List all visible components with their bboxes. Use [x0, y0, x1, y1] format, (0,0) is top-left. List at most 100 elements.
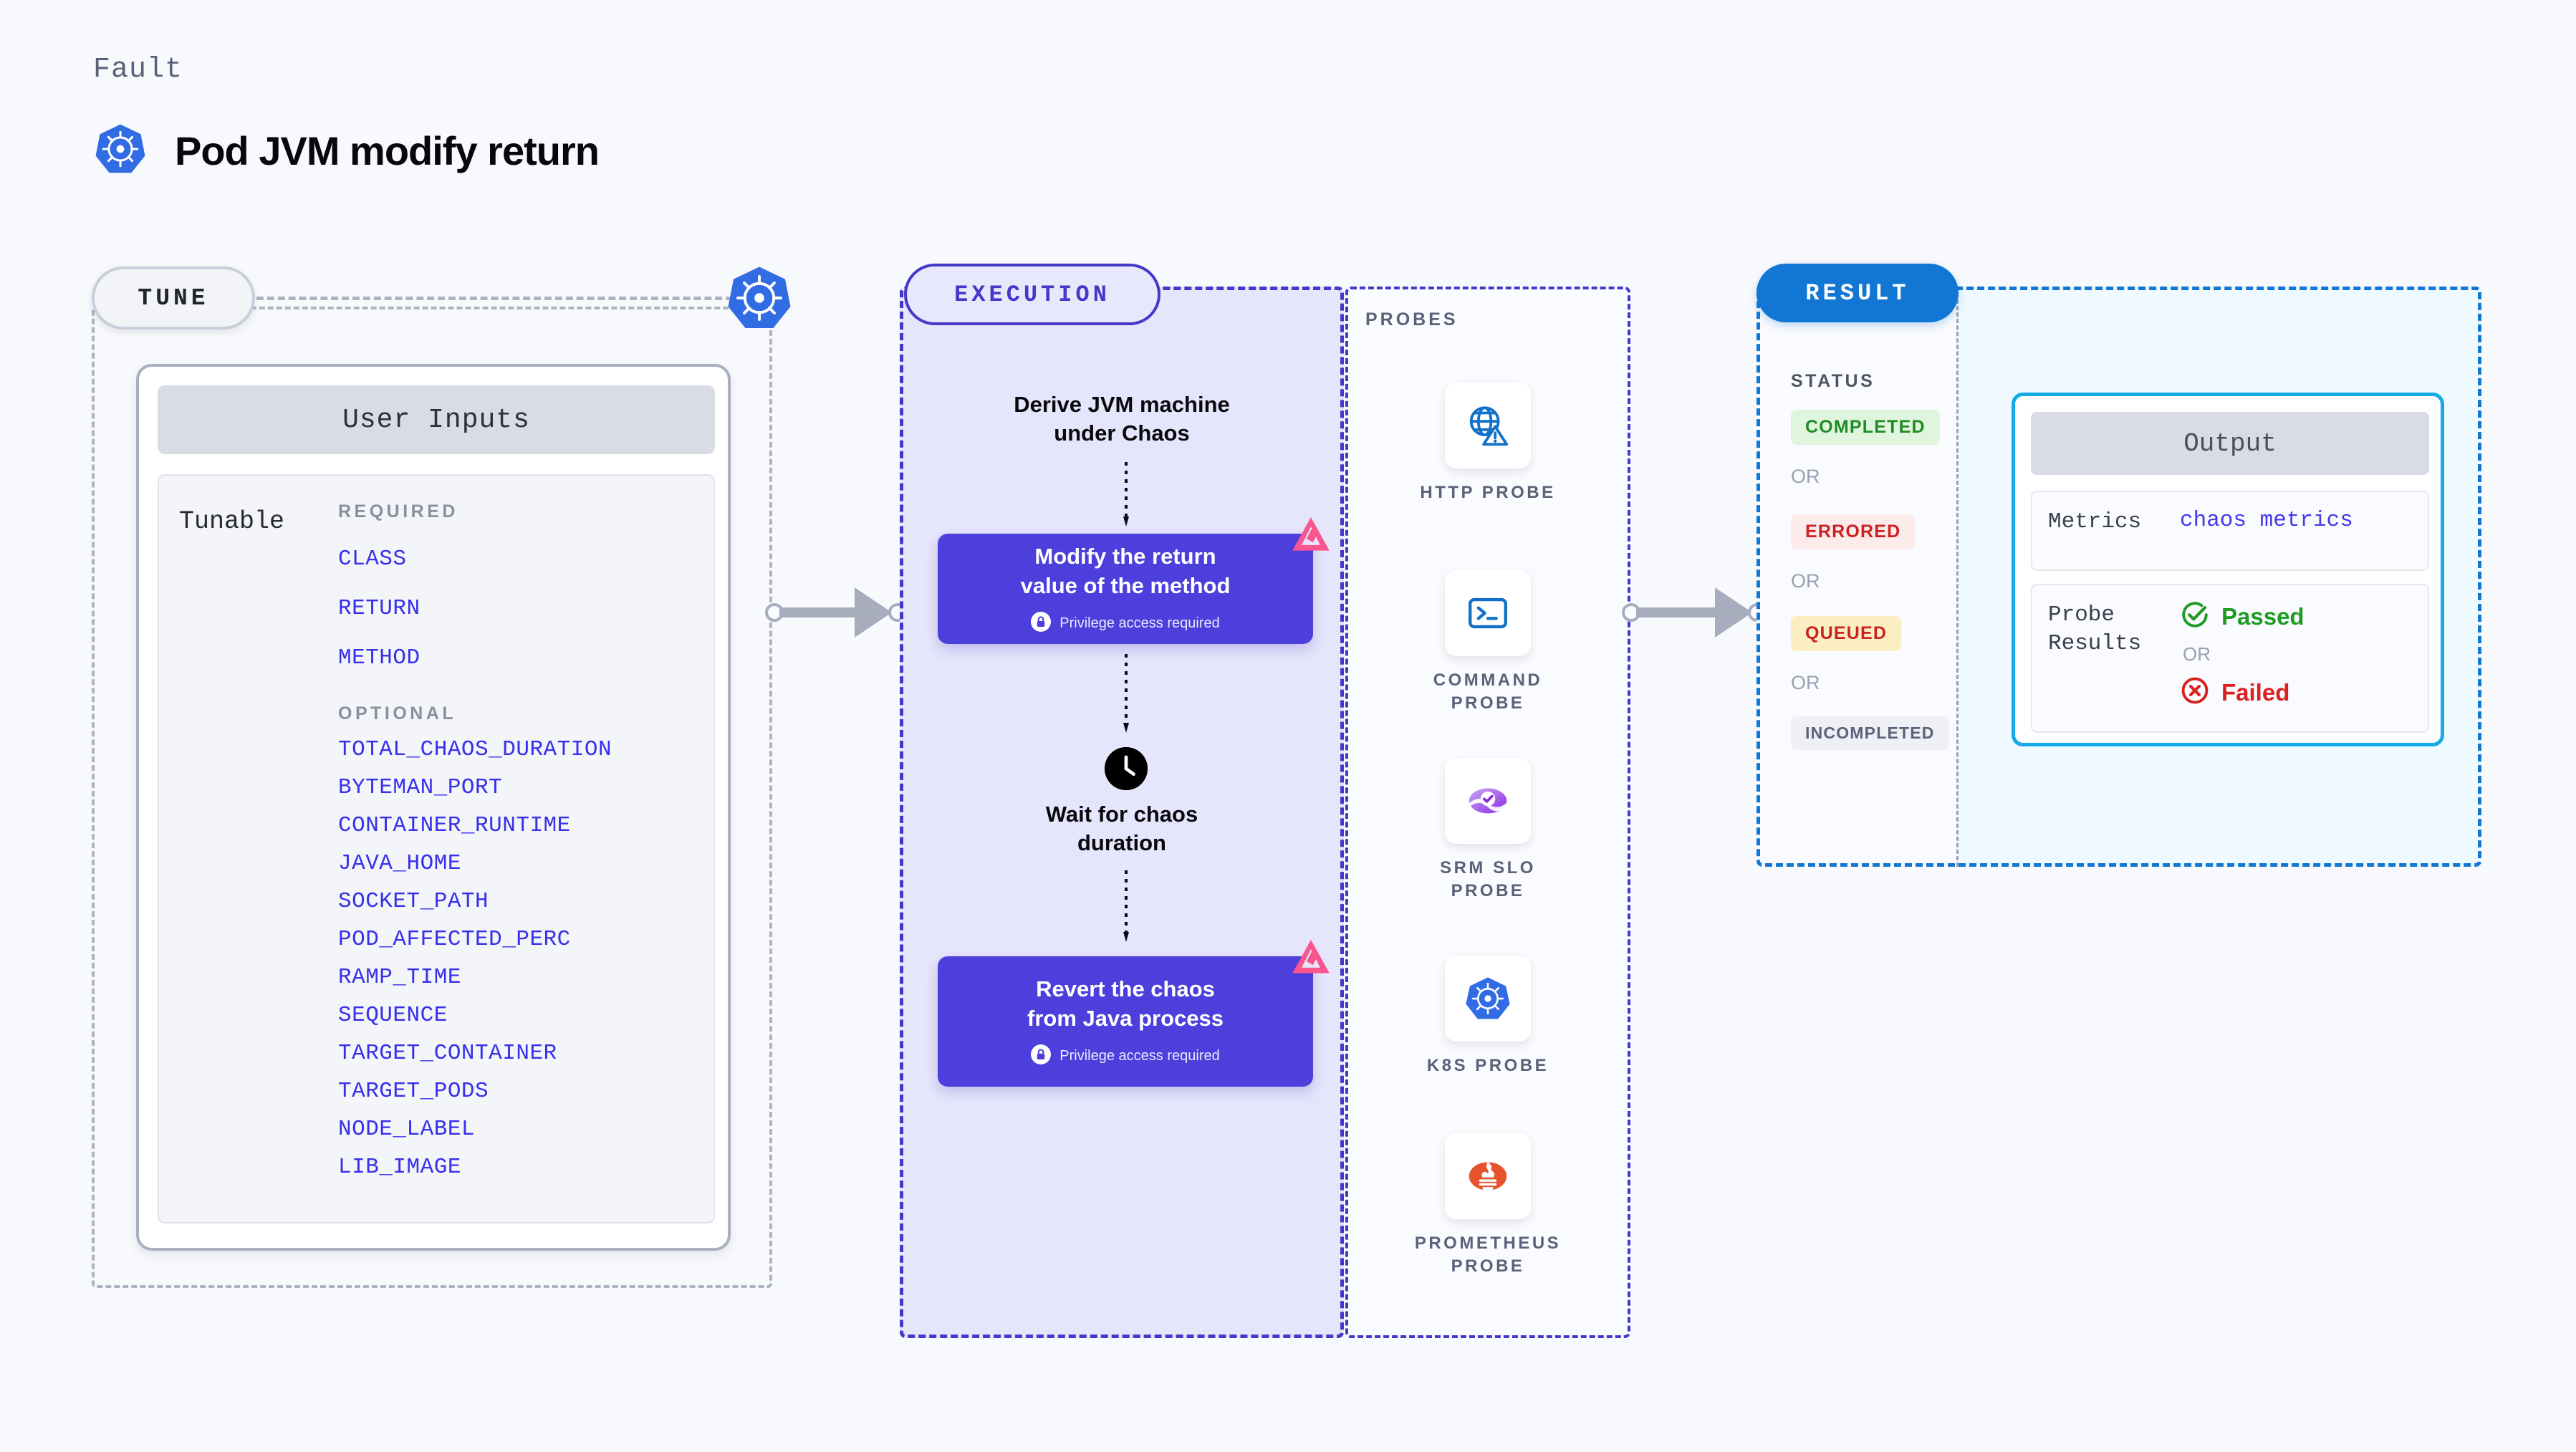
probe-http[interactable]: HTTP PROBE — [1348, 383, 1628, 504]
page-title-row: Pod JVM modify return — [93, 122, 600, 180]
probe-label: HTTP PROBE — [1420, 483, 1556, 502]
privilege-row: Privilege access required — [1031, 611, 1220, 635]
optional-param-item[interactable]: TARGET_CONTAINER — [338, 1041, 557, 1066]
fault-eyebrow-label: Fault — [93, 54, 183, 86]
required-heading: REQUIRED — [338, 501, 458, 521]
optional-param-item[interactable]: POD_AFFECTED_PERC — [338, 927, 571, 952]
connector-probes-to-result — [1622, 587, 1769, 638]
tune-pill[interactable]: TUNE — [92, 266, 255, 330]
output-metrics-row: Metrics chaos metrics — [2031, 491, 2429, 571]
connector-arrowhead — [855, 587, 892, 638]
optional-heading: OPTIONAL — [338, 703, 457, 723]
status-badge-queued: QUEUED — [1791, 616, 1902, 651]
prometheus-icon — [1445, 1133, 1531, 1219]
kubernetes-icon — [93, 122, 148, 180]
probes-region: PROBES HTTP PROBE — [1345, 287, 1630, 1338]
tunable-params-panel: Tunable REQUIRED CLASS RETURN METHOD OPTIO… — [158, 474, 715, 1223]
connector-tune-to-execution — [765, 587, 908, 638]
terminal-icon — [1445, 570, 1531, 656]
tune-region — [92, 307, 772, 1288]
litmus-chaos-icon — [1289, 936, 1333, 981]
result-pill[interactable]: RESULT — [1756, 264, 1959, 322]
failed-label: Failed — [2221, 678, 2290, 706]
x-circle-icon — [2180, 675, 2210, 709]
status-or-3: OR — [1791, 672, 1820, 693]
tune-connector-line — [256, 297, 744, 300]
flow-arrow-1 — [1123, 462, 1129, 530]
passed-label: Passed — [2221, 602, 2305, 630]
user-inputs-card: User Inputs Tunable REQUIRED CLASS RETURN… — [136, 364, 731, 1251]
kubernetes-icon — [1445, 956, 1531, 1042]
privilege-text: Privilege access required — [1059, 615, 1220, 631]
status-or-2: OR — [1791, 570, 1820, 592]
required-params-list: CLASS RETURN METHOD — [338, 547, 696, 670]
globe-warning-icon — [1445, 383, 1531, 468]
result-status-column: STATUS COMPLETED OR ERRORED OR QUEUED OR… — [1756, 287, 1959, 867]
probe-result-passed: Passed — [2180, 600, 2305, 633]
status-heading: STATUS — [1791, 371, 1875, 391]
user-inputs-card-header: User Inputs — [158, 385, 715, 454]
litmus-chaos-icon — [1289, 514, 1333, 558]
tunable-label: Tunable — [179, 507, 285, 536]
required-param-item[interactable]: METHOD — [338, 645, 420, 670]
optional-param-item[interactable]: JAVA_HOME — [338, 851, 461, 876]
connector-bar — [1636, 607, 1731, 617]
optional-param-item[interactable]: BYTEMAN_PORT — [338, 775, 503, 800]
probes-heading: PROBES — [1365, 309, 1458, 330]
params-column: REQUIRED CLASS RETURN METHOD OPTIONAL TOTA… — [338, 501, 696, 1180]
connector-arrowhead — [1715, 587, 1752, 638]
clock-icon — [1105, 747, 1148, 790]
privilege-text: Privilege access required — [1059, 1047, 1220, 1064]
optional-param-item[interactable]: CONTAINER_RUNTIME — [338, 813, 571, 838]
optional-param-item[interactable]: TARGET_PODS — [338, 1079, 489, 1104]
result-region — [1756, 287, 2481, 867]
execution-pill[interactable]: EXECUTION — [904, 264, 1160, 325]
required-param-item[interactable]: RETURN — [338, 596, 420, 621]
lock-icon — [1031, 611, 1052, 635]
optional-params-list: TOTAL_CHAOS_DURATION BYTEMAN_PORT CONTAINE… — [338, 737, 696, 1180]
probe-results-values: Passed OR Failed — [2180, 600, 2305, 709]
optional-param-item[interactable]: SOCKET_PATH — [338, 889, 489, 914]
status-badge-completed: COMPLETED — [1791, 410, 1940, 445]
probe-result-failed: Failed — [2180, 675, 2305, 709]
required-param-item[interactable]: CLASS — [338, 547, 407, 572]
output-card-header: Output — [2031, 412, 2429, 475]
probe-k8s[interactable]: K8S PROBE — [1348, 956, 1628, 1077]
optional-param-item[interactable]: SEQUENCE — [338, 1003, 448, 1028]
metrics-key: Metrics — [2048, 509, 2142, 534]
optional-param-item[interactable]: RAMP_TIME — [338, 965, 461, 990]
connector-bar — [779, 607, 871, 617]
metrics-value[interactable]: chaos metrics — [2180, 508, 2353, 533]
page-title: Pod JVM modify return — [175, 128, 600, 173]
probe-result-or: OR — [2183, 643, 2211, 665]
check-circle-icon — [2180, 600, 2210, 633]
status-or-1: OR — [1791, 466, 1820, 487]
optional-param-item[interactable]: TOTAL_CHAOS_DURATION — [338, 737, 612, 762]
probe-label: K8S PROBE — [1426, 1056, 1549, 1075]
status-badge-incompleted: INCOMPLETED — [1791, 716, 1949, 750]
status-badge-errored: ERRORED — [1791, 514, 1916, 549]
lock-icon — [1031, 1044, 1052, 1068]
optional-param-item[interactable]: NODE_LABEL — [338, 1117, 476, 1142]
flow-arrow-2 — [1123, 654, 1129, 736]
privilege-row: Privilege access required — [1031, 1044, 1220, 1068]
optional-param-item[interactable]: LIB_IMAGE — [338, 1155, 461, 1180]
flow-arrow-3 — [1123, 870, 1129, 946]
